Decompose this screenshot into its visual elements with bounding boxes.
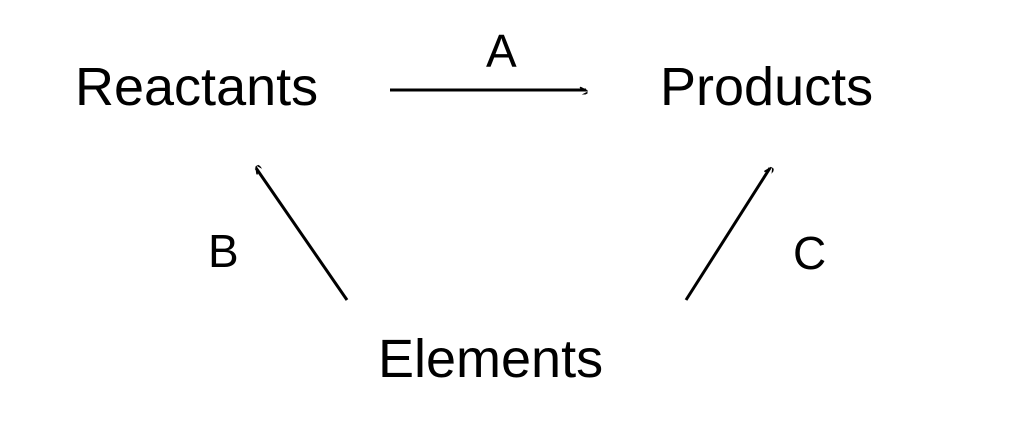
node-reactants: Reactants (75, 57, 319, 117)
arrow-b-label: B (208, 225, 239, 277)
node-elements: Elements (378, 329, 604, 389)
arrow-b (254, 168, 349, 301)
arrow-c-label: C (793, 227, 827, 279)
arrow-a-label: A (486, 25, 517, 77)
arrow-c (684, 168, 770, 301)
node-products: Products (660, 57, 874, 117)
